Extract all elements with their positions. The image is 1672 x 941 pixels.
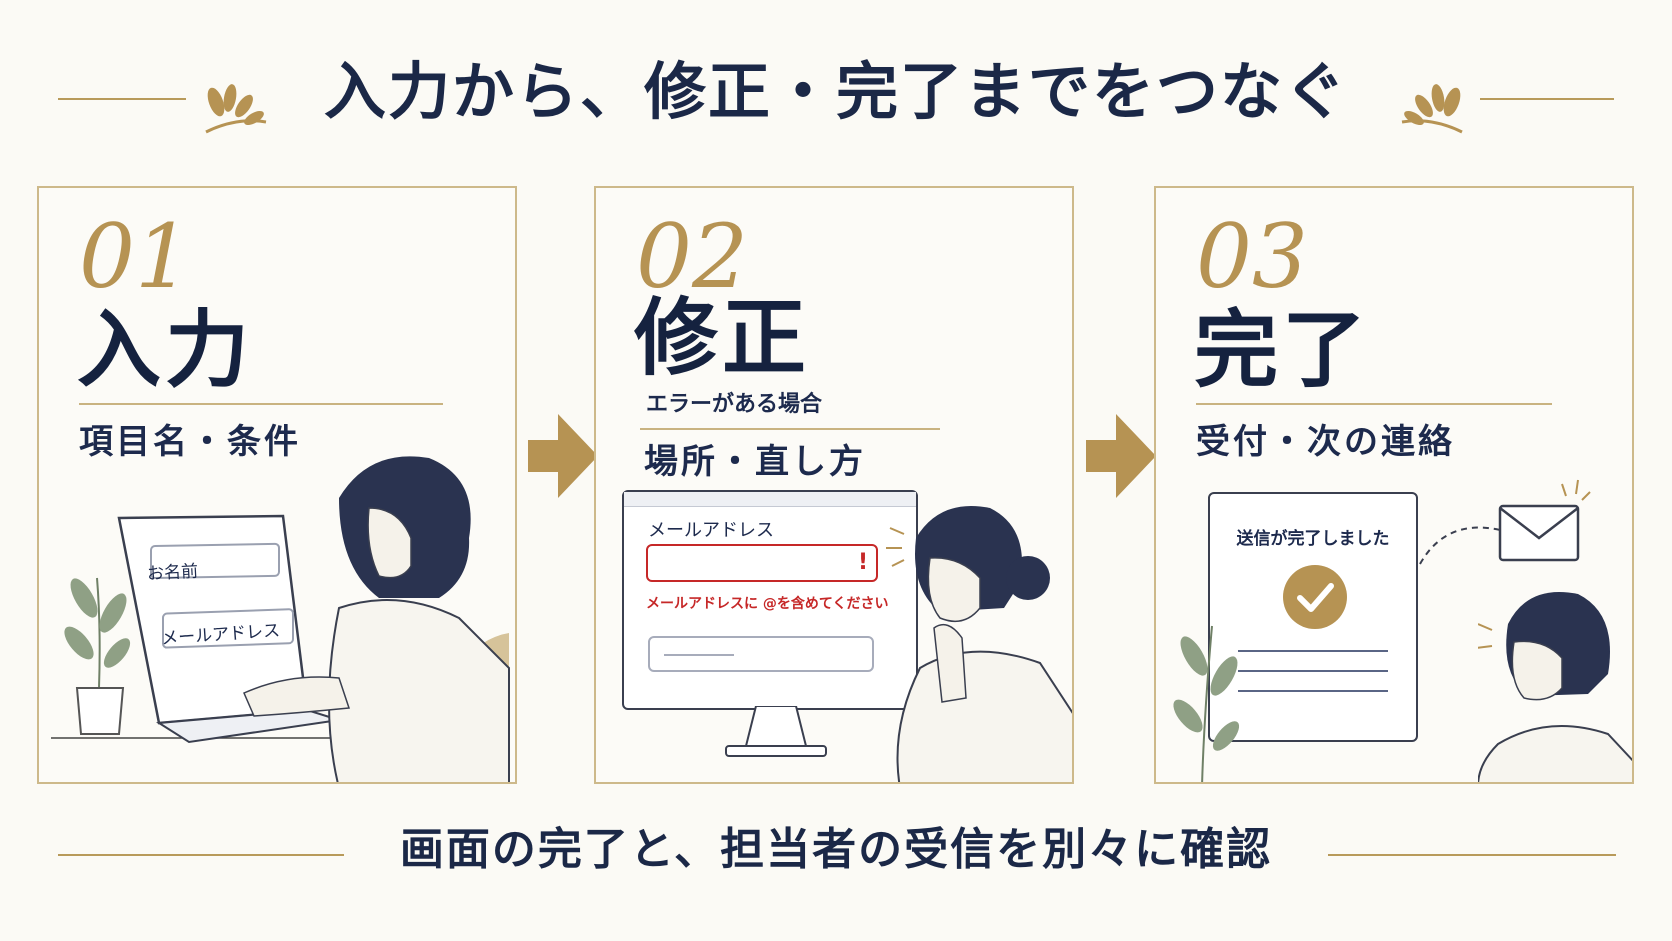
step-heading: 完了 — [1194, 300, 1371, 399]
step-number: 01 — [79, 205, 191, 308]
laurel-left-icon — [205, 84, 267, 134]
step-subtitle: 場所・直し方 — [644, 442, 866, 482]
arrow-right-icon — [528, 414, 598, 498]
step-subtitle: 受付・次の連絡 — [1196, 422, 1455, 462]
monitor-stand — [725, 706, 827, 757]
step-card-correction: 02 修正 エラーがある場合 場所・直し方 メールアドレス ! メールアドレスに… — [594, 186, 1074, 784]
error-icon: ! — [857, 550, 868, 575]
step-card-complete: 03 完了 受付・次の連絡 送信が完了しました — [1154, 186, 1634, 784]
footer-rule-right — [1328, 854, 1616, 856]
arrow-right-icon — [1086, 414, 1156, 498]
plant-icon — [64, 577, 131, 735]
email-label: メールアドレス — [648, 520, 774, 541]
secondary-field[interactable] — [648, 636, 874, 672]
page-title: 入力から、修正・完了までをつなぐ — [323, 55, 1348, 128]
step-number: 03 — [1196, 205, 1308, 308]
title-rule-left — [58, 98, 186, 100]
laptop-illustration — [51, 456, 510, 782]
step-divider — [79, 403, 443, 405]
monitor-screen — [622, 490, 918, 710]
plant-icon — [1173, 625, 1240, 782]
dashed-connector — [1419, 526, 1501, 565]
check-circle-icon — [1283, 565, 1347, 629]
confirmation-panel: 送信が完了しました — [1208, 492, 1418, 742]
step-heading: 入力 — [77, 300, 254, 399]
step-divider — [1196, 403, 1552, 405]
envelope-icon — [1498, 479, 1591, 562]
thinking-woman-illustration — [886, 506, 1072, 782]
step-note: エラーがある場合 — [646, 391, 823, 417]
footer-rule-left — [58, 854, 344, 856]
title-rule-right — [1480, 98, 1614, 100]
step-card-input: 01 入力 項目名・条件 お名前 メールアドレス — [37, 186, 517, 784]
step-subtitle: 項目名・条件 — [79, 422, 301, 462]
footer-caption: 画面の完了と、担当者の受信を別々に確認 — [399, 824, 1273, 875]
step-divider — [640, 428, 940, 430]
error-message: メールアドレスに @を含めてください — [646, 596, 889, 612]
name-label: お名前 — [146, 561, 199, 585]
email-field-error[interactable]: ! — [646, 544, 878, 582]
woman-profile-illustration — [1478, 592, 1632, 782]
laurel-right-icon — [1401, 84, 1463, 134]
step-heading: 修正 — [634, 288, 811, 387]
complete-message: 送信が完了しました — [1236, 529, 1390, 549]
step-number: 02 — [636, 205, 748, 308]
